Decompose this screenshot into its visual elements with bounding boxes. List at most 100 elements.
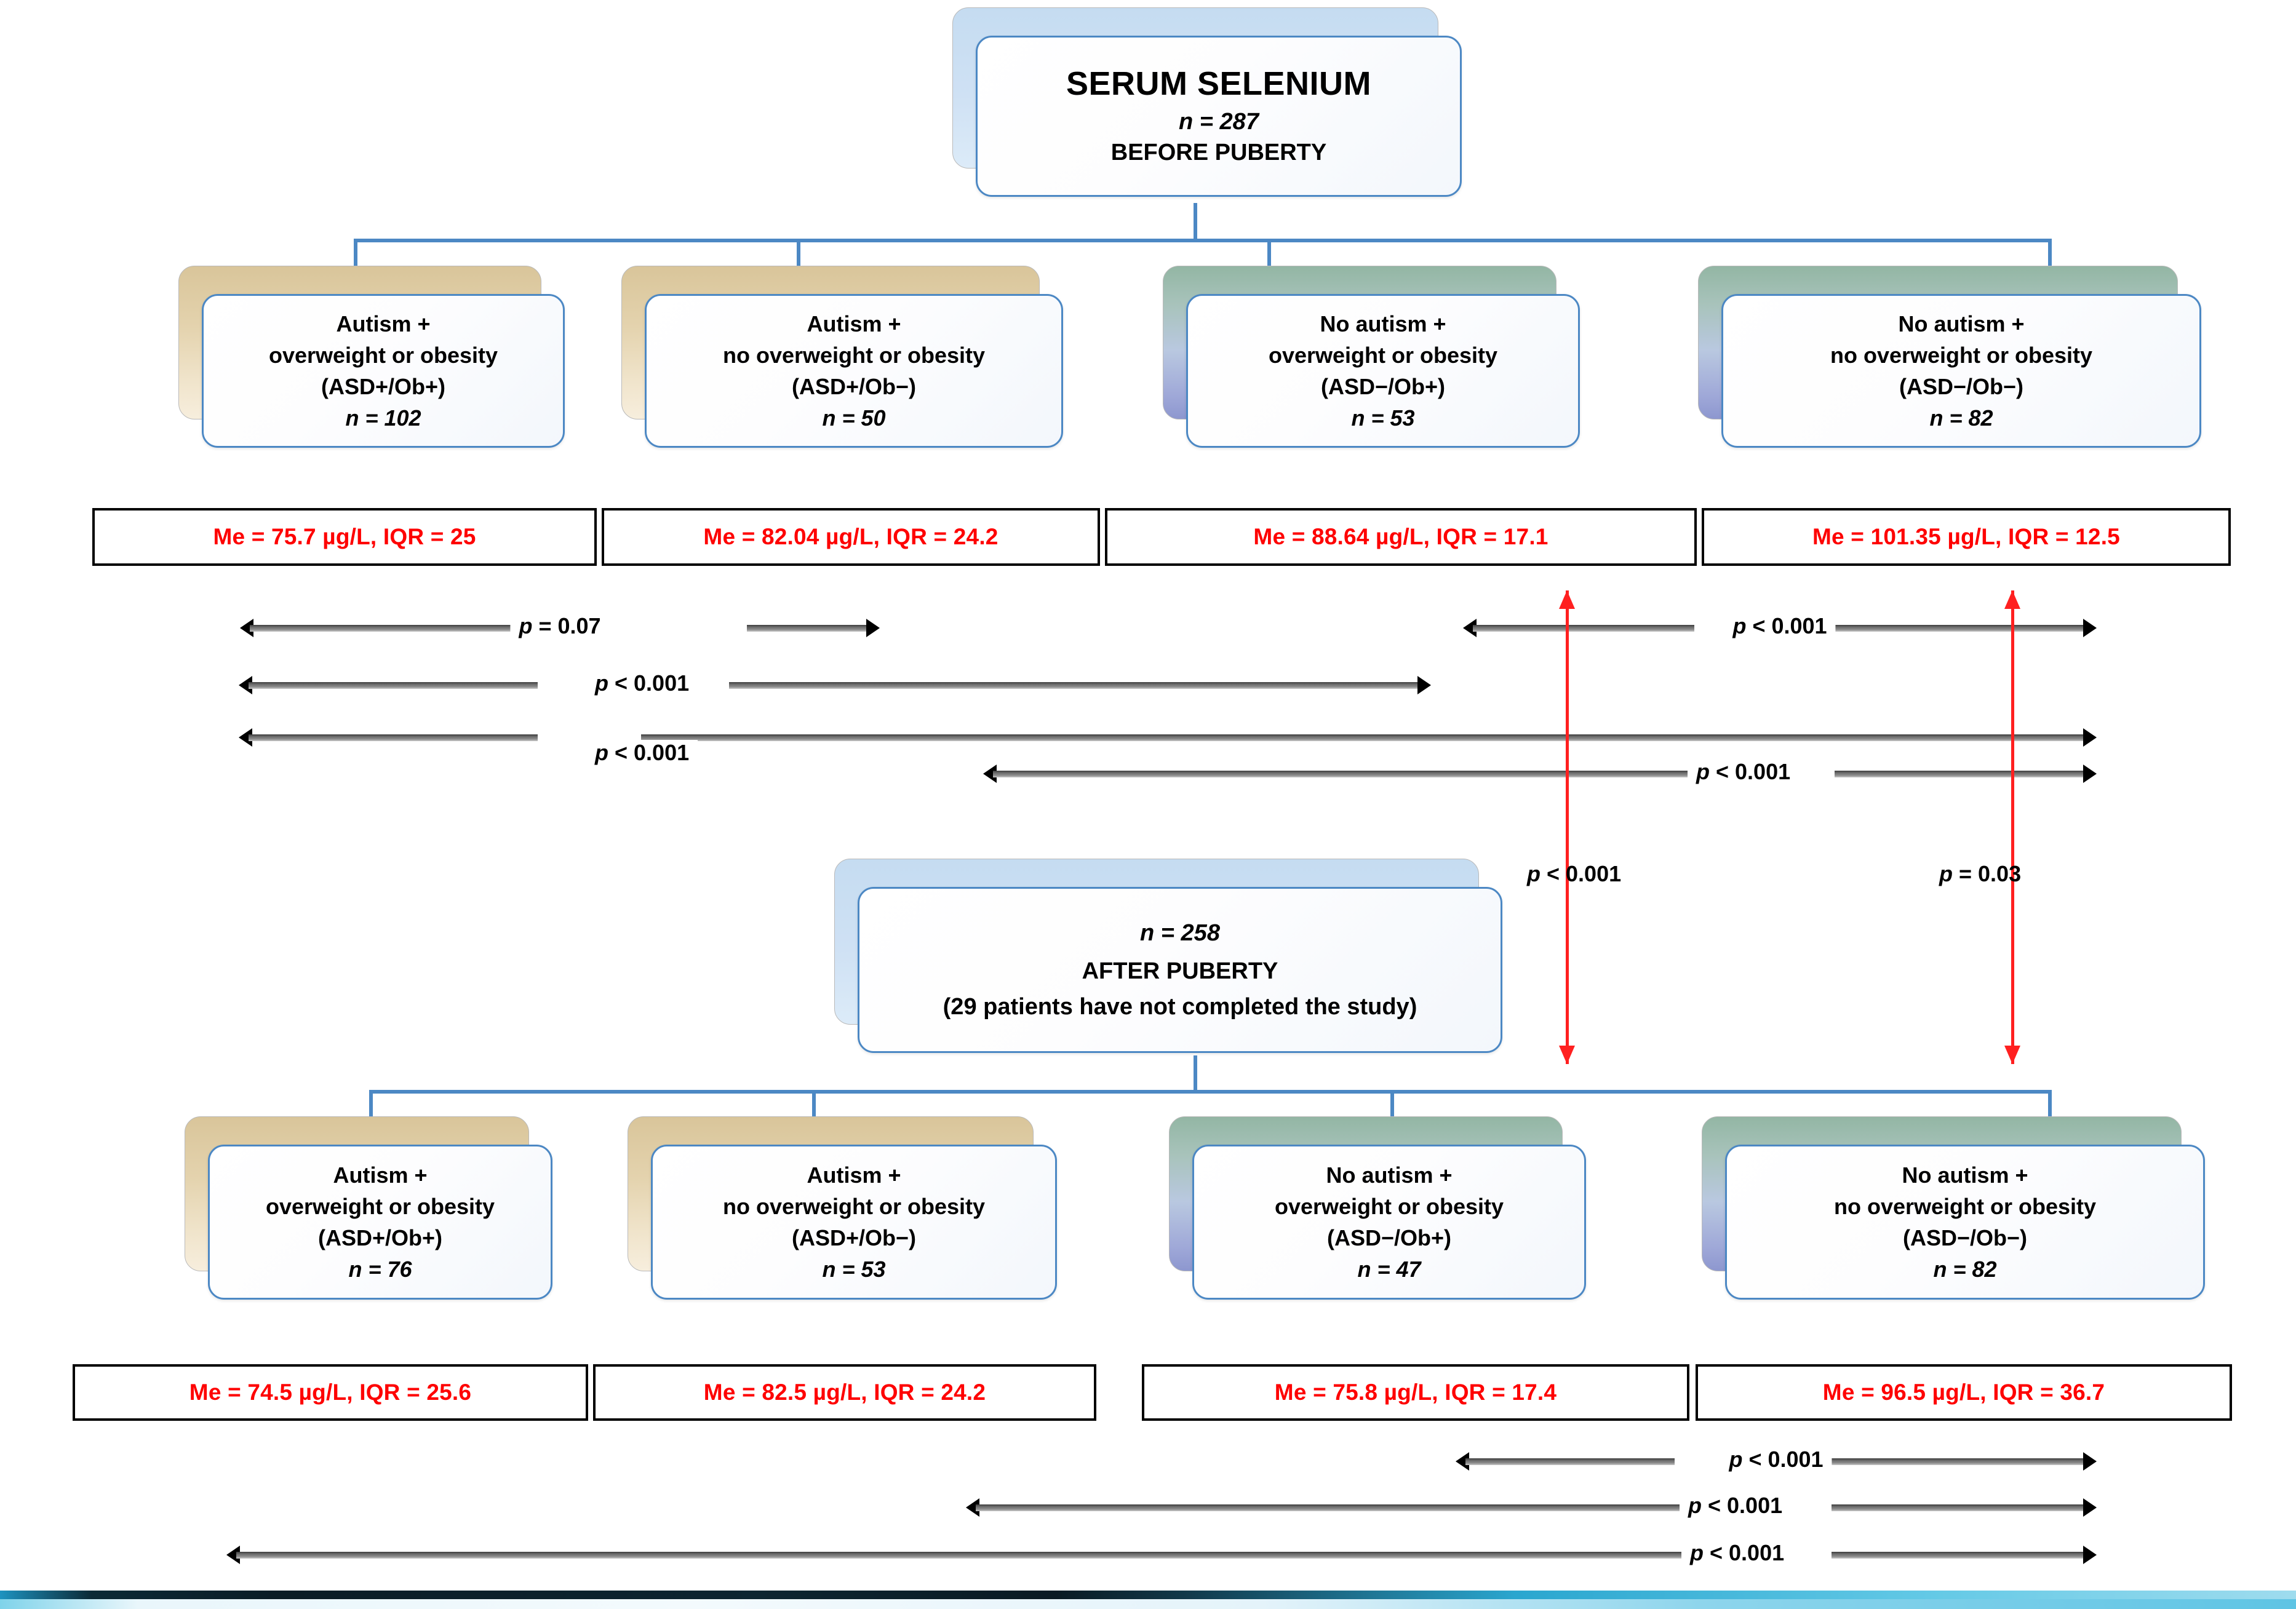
- connector-drop-after-2: [812, 1090, 816, 1128]
- after-puberty-node: n = 258 AFTER PUBERTY (29 patients have …: [834, 859, 1502, 1053]
- pvalue-label: p < 0.001: [1681, 1540, 1793, 1566]
- group-code: (ASD−/Ob−): [1902, 1225, 2028, 1250]
- arrow-bar-left: [250, 625, 539, 632]
- stat-box-before-3: Me = 88.64 µg/L, IQR = 17.1: [1105, 508, 1697, 566]
- connector-drop-before-2: [797, 239, 800, 277]
- red-arrow-down-tip-icon: [1559, 1046, 1575, 1064]
- pvalue-label: p < 0.001: [586, 740, 698, 766]
- red-arrow-shaft: [2011, 590, 2014, 1064]
- arrow-bar-right: [729, 682, 1421, 689]
- after-puberty-node-body: n = 258 AFTER PUBERTY (29 patients have …: [858, 887, 1502, 1053]
- group-node-after-1: Autism + overweight or obesity (ASD+/Ob+…: [185, 1116, 552, 1300]
- stat-box-after-3: Me = 75.8 µg/L, IQR = 17.4: [1142, 1364, 1689, 1421]
- arrow-bar-right: [1832, 1552, 2087, 1559]
- group-n: n = 53: [1351, 405, 1415, 431]
- longitudinal-pvalue-label-1: p < 0.001: [1527, 861, 1622, 886]
- pvalue-arrow-after-2: p < 0.001: [966, 1493, 2097, 1519]
- pvalue-label: p < 0.001: [1720, 1447, 1832, 1472]
- arrow-head-left-icon: [240, 619, 253, 637]
- group-line-2: overweight or obesity: [268, 342, 498, 368]
- arrow-bar-right: [747, 625, 870, 632]
- pvalue-label: p < 0.001: [1724, 613, 1836, 639]
- stat-box-after-1: Me = 74.5 µg/L, IQR = 25.6: [73, 1364, 588, 1421]
- red-arrow-down-tip-icon: [2004, 1046, 2020, 1064]
- arrow-bar-left: [993, 771, 1688, 777]
- connector-root-down: [1194, 203, 1197, 241]
- arrow-bar-right: [1835, 625, 2087, 632]
- group-line-2: no overweight or obesity: [1833, 1193, 2097, 1219]
- arrow-head-left-icon: [983, 765, 997, 783]
- connector-bus-after: [369, 1090, 2052, 1094]
- group-code: (ASD+/Ob+): [321, 374, 446, 399]
- connector-drop-before-3: [1267, 239, 1271, 277]
- group-line-1: No autism +: [1902, 1162, 2028, 1188]
- group-node-after-4: No autism + no overweight or obesity (AS…: [1702, 1116, 2205, 1300]
- after-puberty-n: n = 258: [1140, 920, 1220, 946]
- group-n: n = 76: [348, 1257, 412, 1282]
- root-node-n: n = 287: [1179, 108, 1259, 135]
- arrow-bar-left: [1465, 1458, 1675, 1465]
- arrow-head-right-icon: [2083, 765, 2097, 783]
- group-code: (ASD+/Ob−): [791, 1225, 917, 1250]
- pvalue-arrow-before-2: p < 0.001: [239, 670, 1431, 696]
- arrow-bar-left: [976, 1504, 1680, 1511]
- root-node-title: SERUM SELENIUM: [1066, 65, 1372, 102]
- arrow-head-left-icon: [239, 676, 252, 694]
- stat-box-before-4: Me = 101.35 µg/L, IQR = 12.5: [1702, 508, 2231, 566]
- pvalue-arrow-before-3: p < 0.001: [239, 728, 2097, 766]
- group-line-1: No autism +: [1320, 311, 1446, 336]
- pvalue-arrow-before-4: p < 0.001: [1463, 613, 2097, 639]
- arrow-bar-right: [1835, 771, 2087, 777]
- caption-strip-dark: [0, 1591, 2296, 1600]
- connector-drop-after-3: [1390, 1090, 1394, 1128]
- arrow-head-left-icon: [1456, 1452, 1469, 1471]
- group-node-after-4-body: No autism + no overweight or obesity (AS…: [1725, 1145, 2205, 1300]
- arrow-bar-right: [641, 734, 2087, 741]
- pvalue-arrow-after-3: p < 0.001: [226, 1540, 2097, 1566]
- pvalue-label: p < 0.001: [586, 670, 698, 696]
- group-code: (ASD−/Ob+): [1320, 374, 1446, 399]
- arrow-head-left-icon: [226, 1546, 240, 1564]
- arrow-head-left-icon: [1463, 619, 1477, 637]
- group-code: (ASD+/Ob+): [317, 1225, 443, 1250]
- group-node-after-2: Autism + no overweight or obesity (ASD+/…: [628, 1116, 1057, 1300]
- arrow-head-right-icon: [2083, 1546, 2097, 1564]
- group-n: n = 53: [822, 1257, 886, 1282]
- group-line-1: Autism +: [336, 311, 431, 336]
- root-node-stage: BEFORE PUBERTY: [1110, 140, 1327, 166]
- arrow-bar-left: [1473, 625, 1694, 632]
- group-code: (ASD−/Ob−): [1899, 374, 2024, 399]
- group-node-before-2: Autism + no overweight or obesity (ASD+/…: [621, 266, 1063, 448]
- group-node-after-2-body: Autism + no overweight or obesity (ASD+/…: [651, 1145, 1057, 1300]
- group-n: n = 47: [1357, 1257, 1421, 1282]
- connector-bus-before: [354, 239, 2052, 242]
- group-node-after-3: No autism + overweight or obesity (ASD−/…: [1169, 1116, 1586, 1300]
- stat-box-before-1: Me = 75.7 µg/L, IQR = 25: [92, 508, 597, 566]
- connector-drop-after-1: [369, 1090, 373, 1128]
- stat-box-after-2: Me = 82.5 µg/L, IQR = 24.2: [593, 1364, 1096, 1421]
- arrow-head-left-icon: [966, 1498, 979, 1517]
- arrow-bar-left: [236, 1552, 1682, 1559]
- group-line-2: overweight or obesity: [1268, 342, 1498, 368]
- group-node-after-1-body: Autism + overweight or obesity (ASD+/Ob+…: [208, 1145, 552, 1300]
- after-puberty-stage: AFTER PUBERTY: [1082, 958, 1278, 984]
- arrow-bar-right: [1832, 1504, 2087, 1511]
- root-node-body: SERUM SELENIUM n = 287 BEFORE PUBERTY: [976, 36, 1462, 197]
- connector-drop-after-4: [2048, 1090, 2052, 1128]
- caption-strip-light: [0, 1599, 2296, 1609]
- group-node-before-3-body: No autism + overweight or obesity (ASD−/…: [1186, 294, 1580, 448]
- group-line-1: No autism +: [1898, 311, 2025, 336]
- arrow-bar-right: [1828, 1458, 2087, 1465]
- group-line-1: Autism +: [807, 1162, 901, 1188]
- pvalue-label: p < 0.001: [1680, 1493, 1792, 1519]
- group-node-before-1: Autism + overweight or obesity (ASD+/Ob+…: [178, 266, 565, 448]
- arrow-head-right-icon: [2083, 728, 2097, 747]
- group-line-2: no overweight or obesity: [1830, 342, 2093, 368]
- group-node-after-3-body: No autism + overweight or obesity (ASD−/…: [1192, 1145, 1586, 1300]
- stat-box-after-4: Me = 96.5 µg/L, IQR = 36.7: [1696, 1364, 2232, 1421]
- connector-drop-before-4: [2048, 239, 2052, 277]
- connector-drop-before-1: [354, 239, 357, 277]
- arrow-bar-left: [249, 682, 538, 689]
- group-code: (ASD+/Ob−): [791, 374, 917, 399]
